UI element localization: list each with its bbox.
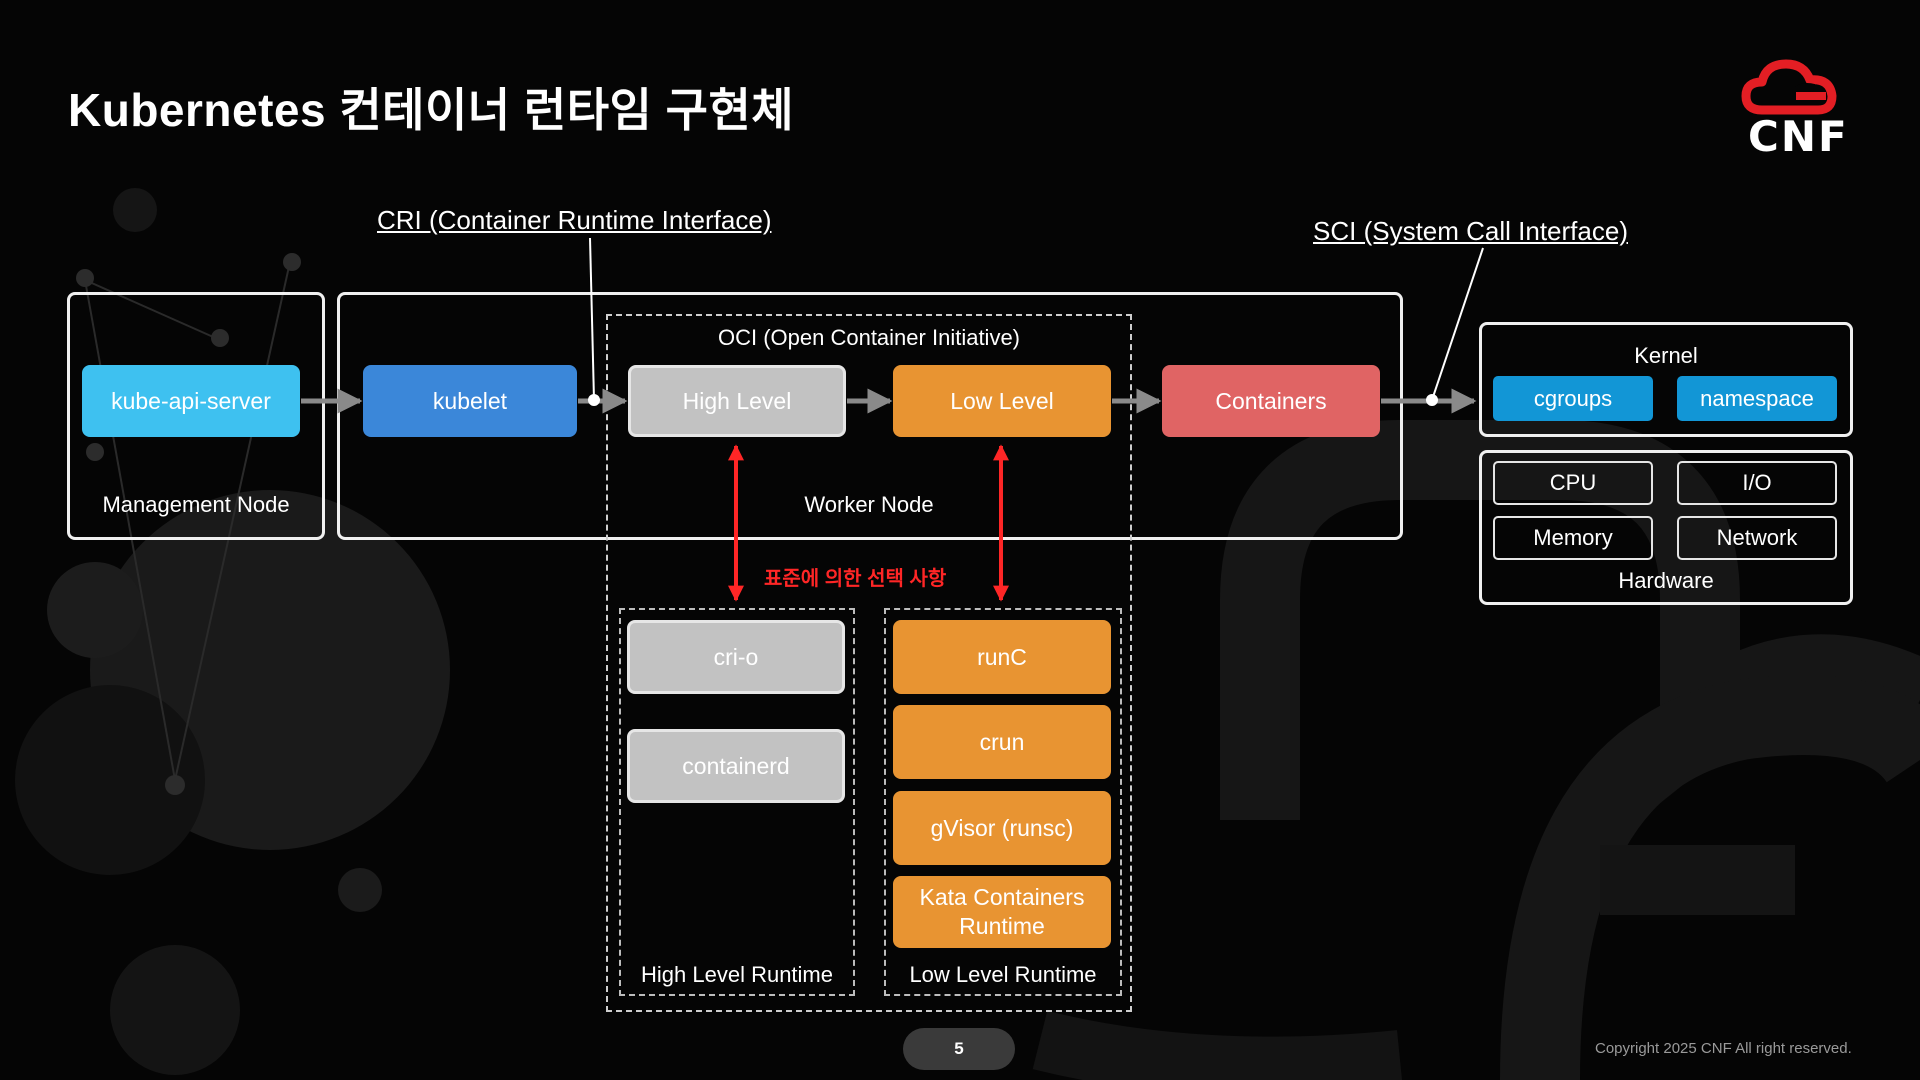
oci-label: OCI (Open Container Initiative) (717, 325, 1021, 350)
runtime-gvisor: gVisor (runsc) (893, 791, 1111, 865)
kernel-namespace: namespace (1677, 376, 1837, 421)
containers-box: Containers (1162, 365, 1380, 437)
runtime-crun: crun (893, 705, 1111, 779)
runtime-containerd: containerd (627, 729, 845, 803)
high-level-runtime-label: High Level Runtime (641, 962, 833, 987)
runtime-kata: Kata Containers Runtime (893, 876, 1111, 948)
hardware-network: Network (1677, 516, 1837, 560)
management-node-frame (67, 292, 325, 540)
low-level-runtime-frame (884, 608, 1122, 996)
runtime-cri-o: cri-o (627, 620, 845, 694)
choice-label: 표준에 의한 선택 사항 (764, 568, 947, 590)
hardware-io: I/O (1677, 461, 1837, 505)
hardware-memory: Memory (1493, 516, 1653, 560)
page-number: 5 (903, 1028, 1015, 1070)
runtime-runc: runC (893, 620, 1111, 694)
kubelet-box: kubelet (363, 365, 577, 437)
low-level-runtime-label: Low Level Runtime (909, 962, 1097, 987)
cnf-logo: CNF (1740, 52, 1880, 162)
worker-node-frame (337, 292, 1403, 540)
kernel-cgroups: cgroups (1493, 376, 1653, 421)
cri-callout: CRI (Container Runtime Interface) (377, 205, 772, 235)
sci-callout: SCI (System Call Interface) (1313, 216, 1628, 246)
high-level-box: High Level (628, 365, 846, 437)
copyright-text: Copyright 2025 CNF All right reserved. (1595, 1040, 1852, 1057)
logo-text: CNF (1748, 112, 1849, 161)
oci-boundary (606, 314, 1132, 1012)
page-title: Kubernetes 컨테이너 런타임 구현체 (68, 84, 795, 136)
kernel-label: Kernel (1634, 343, 1698, 368)
kube-api-server-box: kube-api-server (82, 365, 300, 437)
cloud-logo-icon (1741, 59, 1837, 115)
high-level-runtime-frame (619, 608, 855, 996)
hardware-cpu: CPU (1493, 461, 1653, 505)
hardware-label: Hardware (1618, 568, 1714, 593)
hardware-frame (1479, 450, 1853, 605)
worker-node-label: Worker Node (804, 492, 934, 517)
management-node-label: Management Node (102, 492, 290, 517)
low-level-box: Low Level (893, 365, 1111, 437)
